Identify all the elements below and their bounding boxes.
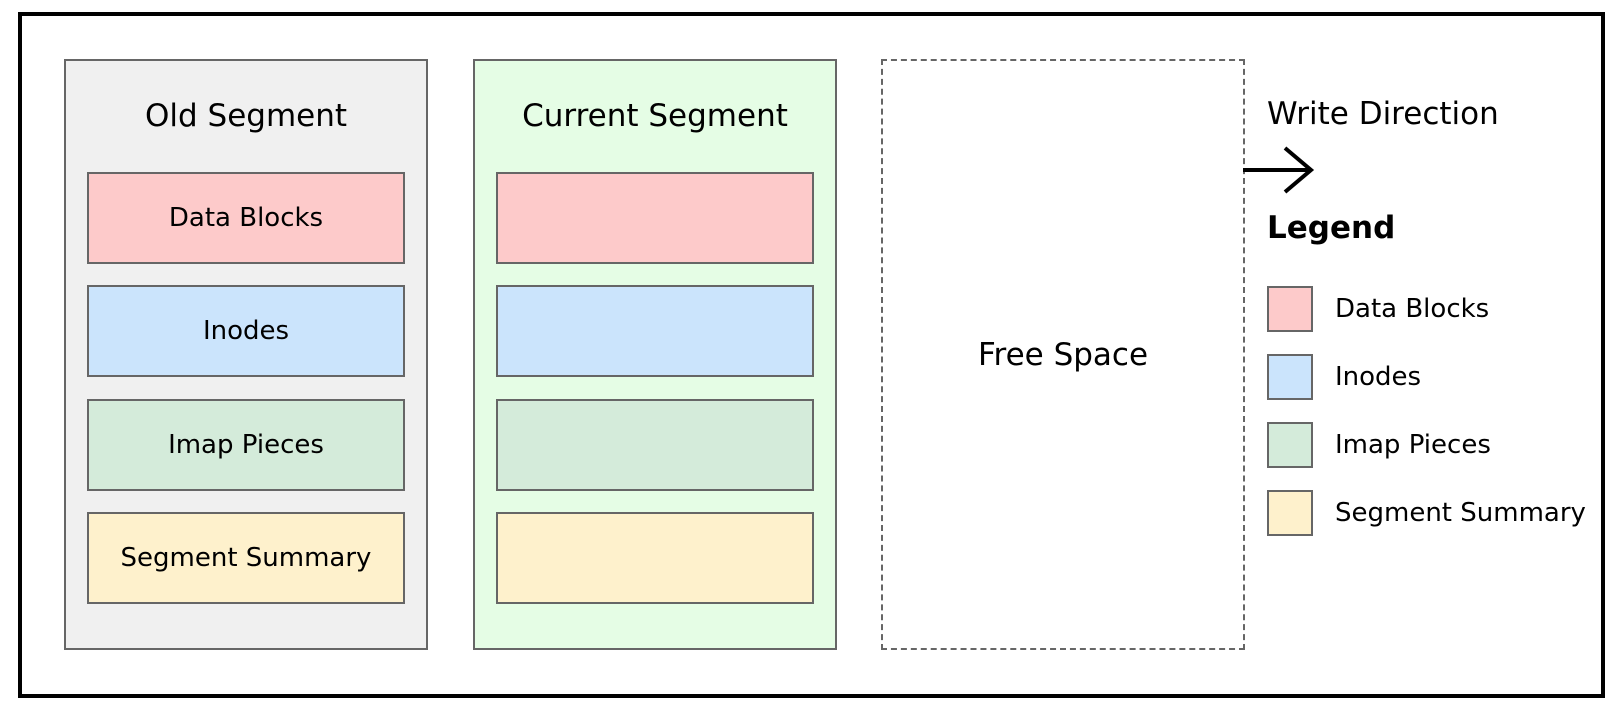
current-segment-imap-pieces: [496, 399, 814, 491]
free-space-label: Free Space: [977, 336, 1149, 373]
legend-swatch: [1267, 354, 1313, 400]
legend-label: Inodes: [1335, 362, 1422, 392]
old-segment-imap-pieces: Imap Pieces: [87, 399, 405, 491]
old-segment-inodes: Inodes: [87, 285, 405, 377]
block-label: Imap Pieces: [168, 430, 324, 460]
write-direction-label: Write Direction: [1267, 96, 1499, 132]
block-label: Data Blocks: [168, 203, 324, 233]
old-segment-data-blocks: Data Blocks: [87, 172, 405, 264]
free-space-region: Free Space: [881, 59, 1245, 650]
old-segment-title: Old Segment: [144, 98, 348, 134]
legend-swatch: [1267, 286, 1313, 332]
block-label: Segment Summary: [120, 543, 372, 573]
legend-item-segment-summary: Segment Summary: [1267, 490, 1586, 536]
current-segment: Current Segment: [473, 59, 837, 650]
block-label: Inodes: [202, 316, 290, 346]
old-segment: Old Segment Data Blocks Inodes Imap Piec…: [64, 59, 428, 650]
legend-label: Imap Pieces: [1335, 430, 1491, 460]
legend-item-imap-pieces: Imap Pieces: [1267, 422, 1491, 468]
arrow-right-icon: [1243, 146, 1315, 200]
legend-swatch: [1267, 490, 1313, 536]
current-segment-segment-summary: [496, 512, 814, 604]
legend-label: Segment Summary: [1335, 498, 1586, 528]
legend-label: Data Blocks: [1335, 294, 1490, 324]
current-segment-data-blocks: [496, 172, 814, 264]
legend-title: Legend: [1267, 210, 1396, 246]
legend-item-data-blocks: Data Blocks: [1267, 286, 1489, 332]
legend-item-inodes: Inodes: [1267, 354, 1421, 400]
current-segment-title: Current Segment: [522, 98, 788, 134]
legend-swatch: [1267, 422, 1313, 468]
old-segment-segment-summary: Segment Summary: [87, 512, 405, 604]
current-segment-inodes: [496, 285, 814, 377]
